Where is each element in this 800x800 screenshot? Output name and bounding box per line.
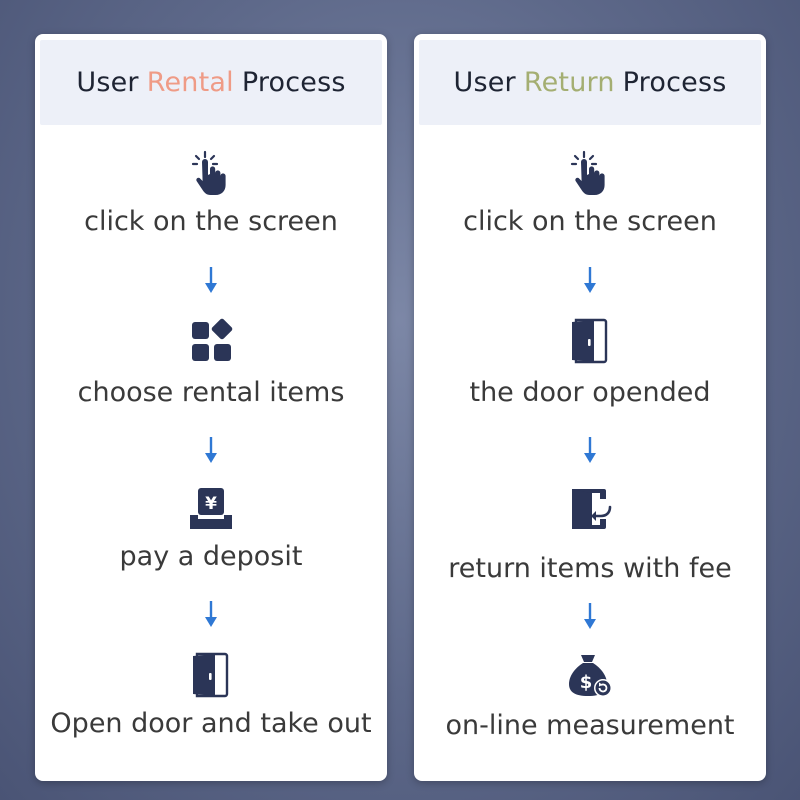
down-arrow-icon [583,602,597,630]
yen-payment-icon [187,485,235,533]
title-suffix: Process [241,67,346,98]
rental-step-4-label: Open door and take out [50,708,372,739]
title-prefix: User [453,67,516,98]
rental-process-card: User Rental Process click on the screen … [35,34,387,781]
return-process-title: User Return Process [419,40,761,125]
down-arrow-icon [583,436,597,464]
down-arrow-icon [204,600,218,628]
title-highlight: Rental [146,67,234,98]
tap-hand-icon [187,149,235,197]
money-bag-icon [566,651,614,699]
title-highlight: Return [523,67,615,98]
rental-step-2-label: choose rental items [77,377,345,408]
door-open-icon [187,651,235,699]
return-step-1-label: click on the screen [463,206,717,237]
rental-step-1-label: click on the screen [84,206,338,237]
return-step-3-label: return items with fee [448,553,732,584]
rental-process-title: User Rental Process [40,40,382,125]
down-arrow-icon [204,436,218,464]
return-process-card: User Return Process click on the screen … [414,34,766,781]
down-arrow-icon [204,266,218,294]
return-step-4-label: on-line measurement [445,710,735,741]
grid-apps-icon [187,317,235,365]
down-arrow-icon [583,266,597,294]
rental-step-3-label: pay a deposit [119,541,303,572]
title-prefix: User [76,67,139,98]
tap-hand-icon [566,149,614,197]
return-step-2-label: the door opended [469,377,711,408]
title-suffix: Process [622,67,727,98]
door-return-icon [566,485,614,533]
door-open-icon [566,317,614,365]
